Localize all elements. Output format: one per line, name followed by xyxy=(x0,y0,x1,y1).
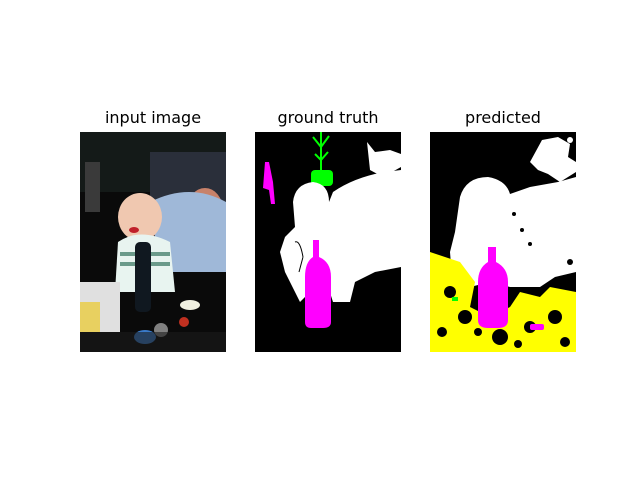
panel-title-input: input image xyxy=(104,108,202,127)
predicted-mask xyxy=(430,132,576,352)
panel-title-ground-truth: ground truth xyxy=(277,108,379,127)
input-image xyxy=(80,132,226,352)
ground-truth-mask xyxy=(255,132,401,352)
panel-title-predicted: predicted xyxy=(465,108,541,127)
